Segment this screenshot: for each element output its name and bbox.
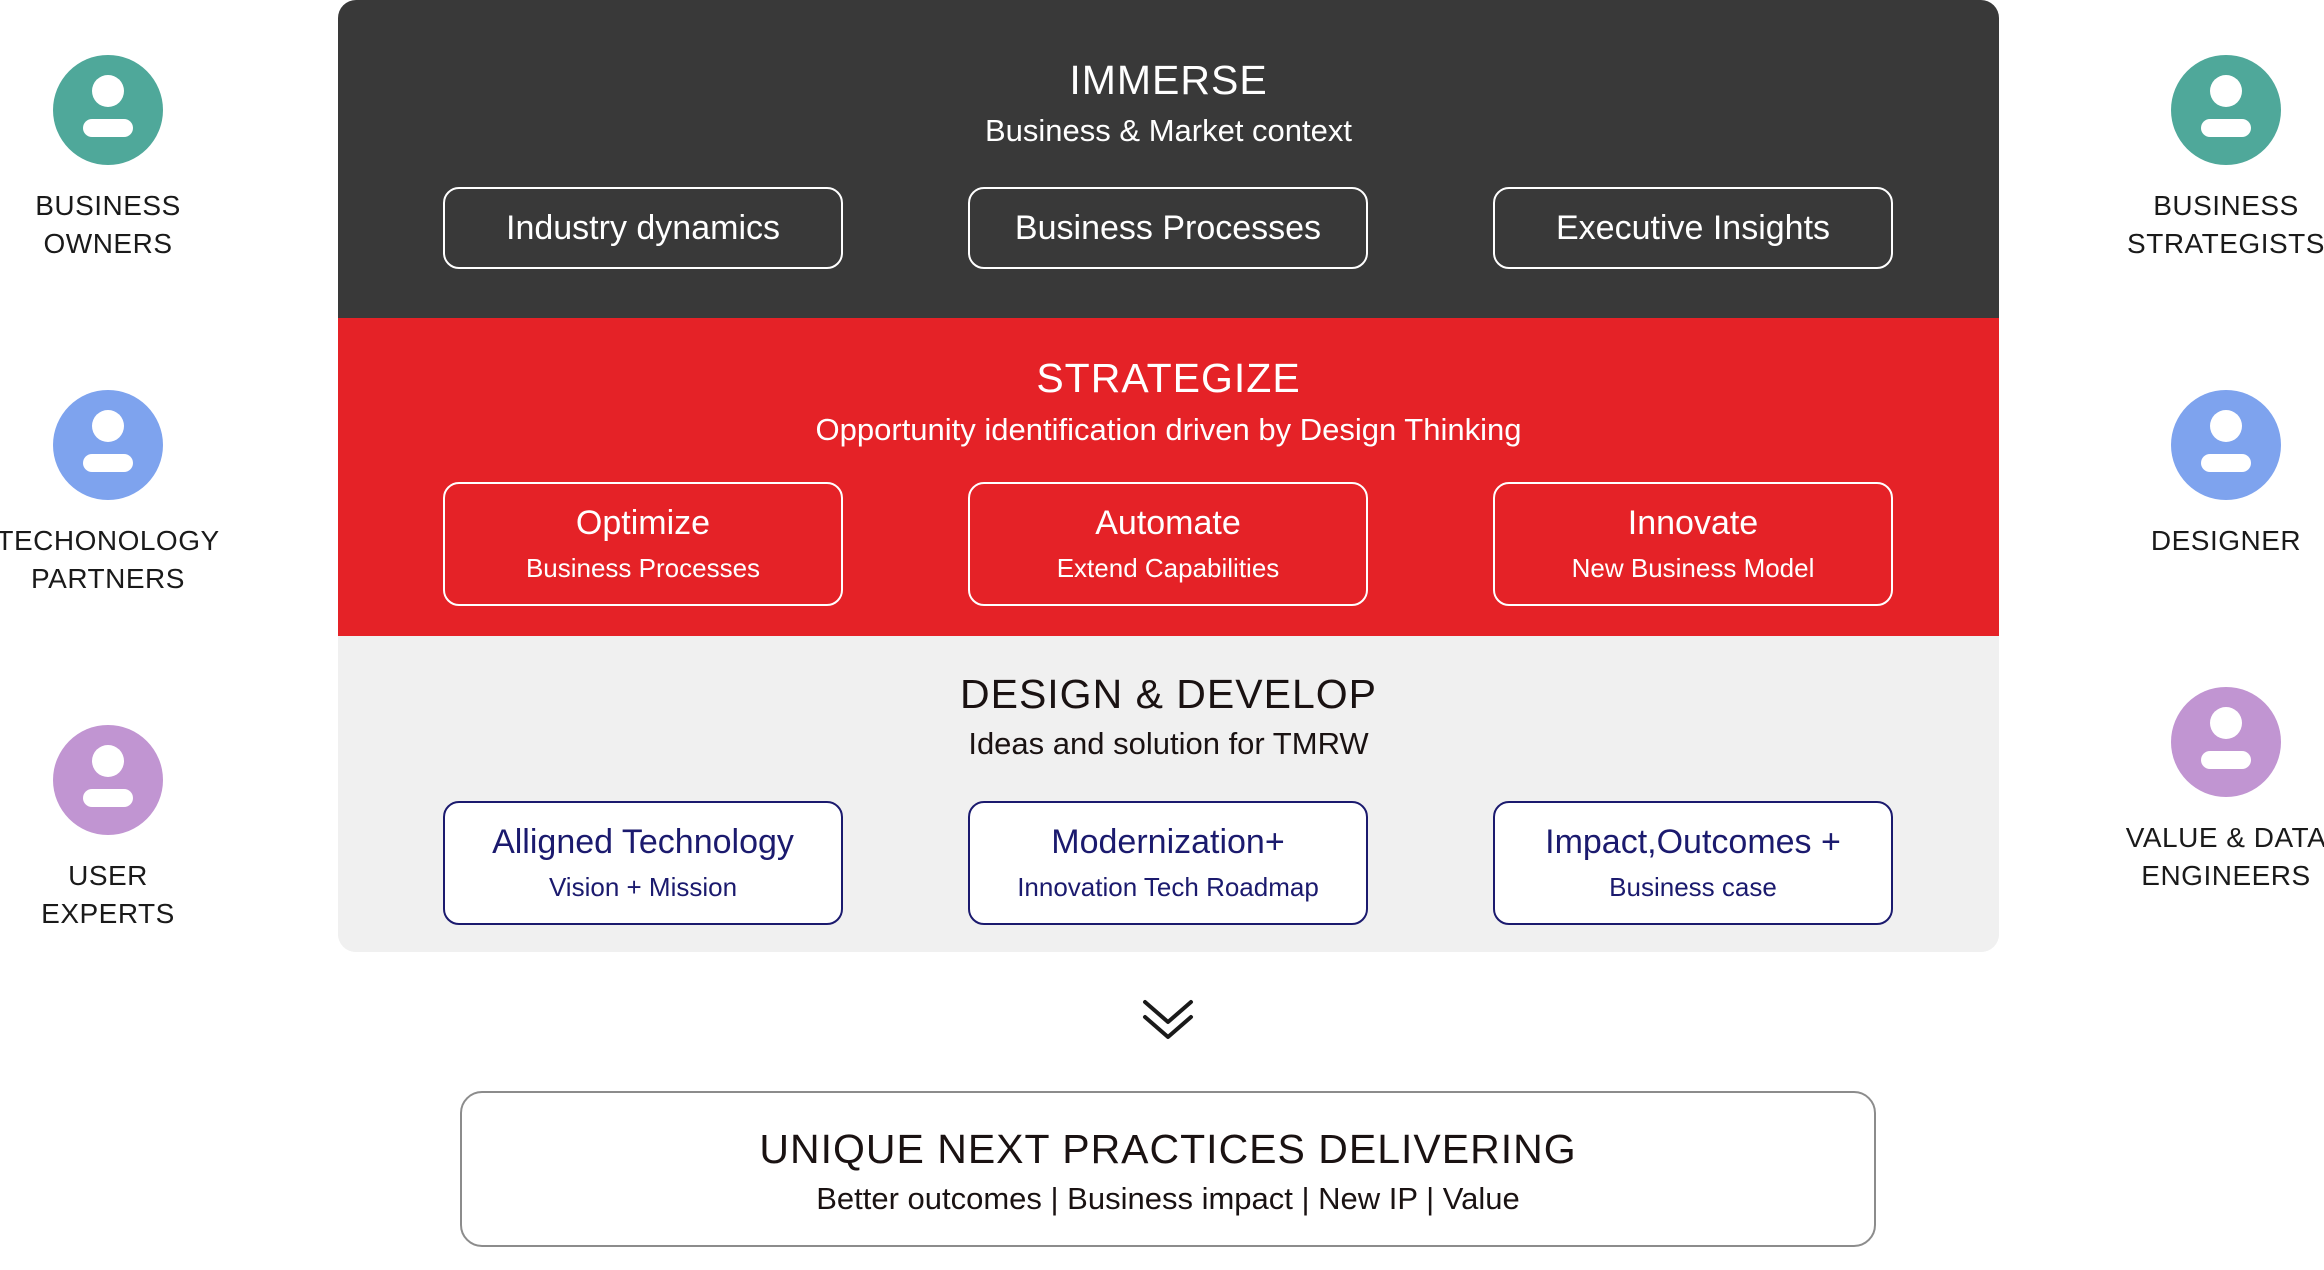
persona-label-line1: VALUE & DATA [2125, 822, 2324, 853]
box-title: Innovate [1627, 504, 1759, 542]
persona-label-line2: ENGINEERS [2141, 860, 2311, 891]
strategize-title: STRATEGIZE [1036, 355, 1301, 401]
box-subtitle: Business Processes [525, 553, 761, 584]
user-icon [53, 725, 163, 835]
persona-label-line1: BUSINESS [2153, 190, 2299, 221]
box-title: Industry dynamics [506, 208, 780, 247]
box-title: Impact,Outcomes + [1545, 823, 1841, 861]
box-title: Business Processes [1014, 208, 1322, 247]
strategize-section: STRATEGIZE Opportunity identification dr… [338, 318, 1999, 636]
persona-technology-partners: TECHONOLOGY PARTNERS [0, 390, 228, 598]
user-icon [53, 390, 163, 500]
immerse-box-business-processes: Business Processes [968, 187, 1368, 269]
framework-panel: IMMERSE Business & Market context Indust… [338, 0, 1999, 952]
persona-user-experts: USER EXPERTS [0, 725, 228, 933]
strategize-subtitle: Opportunity identification driven by Des… [815, 412, 1522, 447]
persona-label: VALUE & DATA ENGINEERS [2106, 819, 2324, 895]
box-title: Automate [1095, 504, 1241, 542]
persona-business-owners: BUSINESS OWNERS [0, 55, 228, 263]
double-chevron-down-icon [1143, 1000, 1193, 1039]
outcome-box: UNIQUE NEXT PRACTICES DELIVERING Better … [460, 1091, 1876, 1247]
outcome-title: UNIQUE NEXT PRACTICES DELIVERING [759, 1126, 1577, 1172]
persona-label-line1: TECHONOLOGY [0, 525, 220, 556]
persona-label-line1: DESIGNER [2150, 525, 2302, 556]
design-box-aligned-technology: Alligned Technology Vision + Mission [443, 801, 843, 925]
design-develop-section: DESIGN & DEVELOP Ideas and solution for … [338, 636, 1999, 952]
persona-label-line2: OWNERS [43, 228, 173, 259]
box-subtitle: Extend Capabilities [1056, 553, 1280, 584]
design-box-modernization: Modernization+ Innovation Tech Roadmap [968, 801, 1368, 925]
box-subtitle: Business case [1609, 872, 1777, 903]
persona-value-data-engineers: VALUE & DATA ENGINEERS [2106, 687, 2324, 895]
persona-label-line2: EXPERTS [41, 898, 175, 929]
user-icon [2171, 390, 2281, 500]
box-title: Executive Insights [1555, 208, 1831, 247]
user-icon [53, 55, 163, 165]
persona-label: DESIGNER [2106, 522, 2324, 560]
box-title: Optimize [575, 504, 711, 542]
outcome-subtitle: Better outcomes | Business impact | New … [816, 1181, 1520, 1216]
persona-label-line1: USER [68, 860, 148, 891]
persona-label: USER EXPERTS [0, 857, 228, 933]
box-subtitle: Vision + Mission [548, 872, 738, 903]
user-icon [2171, 687, 2281, 797]
user-icon [2171, 55, 2281, 165]
design-develop-subtitle: Ideas and solution for TMRW [968, 726, 1369, 761]
immerse-title: IMMERSE [1069, 57, 1268, 103]
box-subtitle: New Business Model [1571, 553, 1815, 584]
box-title: Modernization+ [1051, 823, 1285, 861]
strategize-box-automate: Automate Extend Capabilities [968, 482, 1368, 606]
strategize-box-innovate: Innovate New Business Model [1493, 482, 1893, 606]
design-develop-title: DESIGN & DEVELOP [959, 671, 1377, 717]
design-box-impact-outcomes: Impact,Outcomes + Business case [1493, 801, 1893, 925]
persona-label: BUSINESS OWNERS [0, 187, 228, 263]
immerse-section: IMMERSE Business & Market context Indust… [338, 0, 1999, 318]
immerse-box-executive-insights: Executive Insights [1493, 187, 1893, 269]
persona-designer: DESIGNER [2106, 390, 2324, 560]
box-subtitle: Innovation Tech Roadmap [1017, 872, 1319, 903]
persona-label: TECHONOLOGY PARTNERS [0, 522, 228, 598]
persona-business-strategists: BUSINESS STRATEGISTS [2106, 55, 2324, 263]
immerse-box-industry-dynamics: Industry dynamics [443, 187, 843, 269]
strategize-box-optimize: Optimize Business Processes [443, 482, 843, 606]
persona-label-line1: BUSINESS [35, 190, 181, 221]
box-title: Alligned Technology [492, 823, 794, 861]
immerse-subtitle: Business & Market context [985, 113, 1352, 148]
persona-label: BUSINESS STRATEGISTS [2106, 187, 2324, 263]
persona-label-line2: STRATEGISTS [2127, 228, 2324, 259]
persona-label-line2: PARTNERS [31, 563, 185, 594]
